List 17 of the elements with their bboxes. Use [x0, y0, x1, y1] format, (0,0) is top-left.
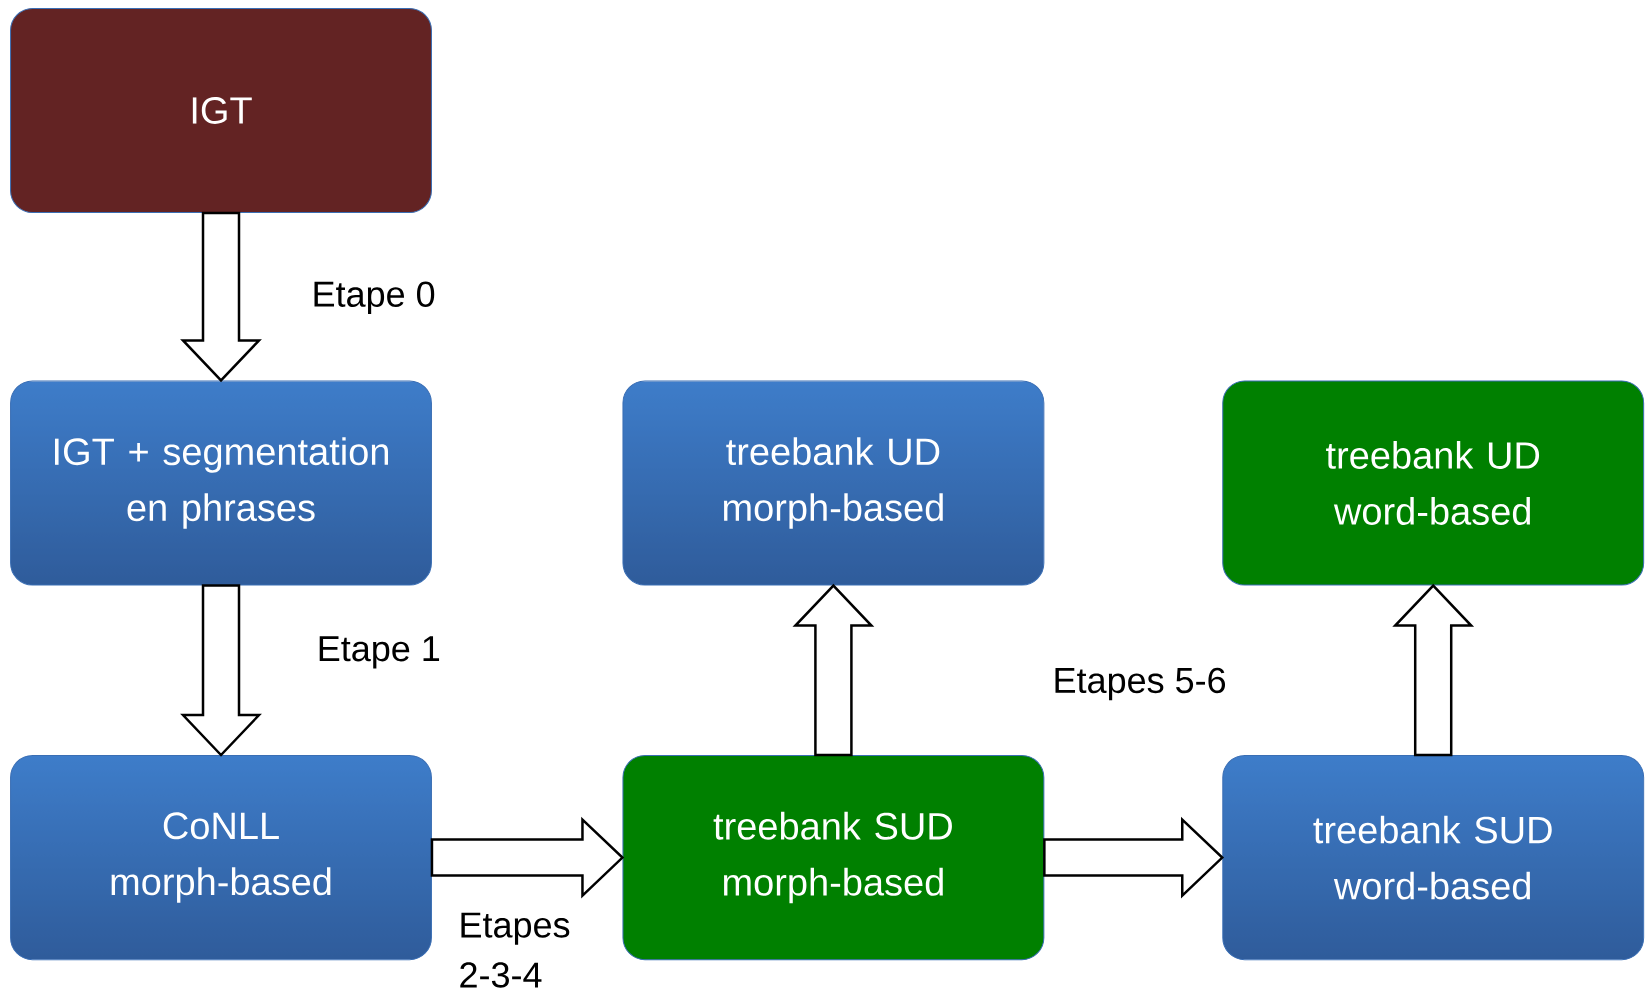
block-arrow [1043, 816, 1225, 899]
block-arrow [180, 211, 262, 383]
process-box: CoNLL morph-based [10, 755, 432, 961]
block-arrow [180, 584, 262, 757]
process-box: treebank UD morph-based [622, 380, 1045, 586]
process-box: treebank SUD morph-based [622, 755, 1045, 961]
block-arrow [1392, 583, 1475, 757]
edge-label: Etape 0 [314, 281, 435, 315]
process-box: IGT [10, 7, 432, 214]
block-arrow [430, 816, 625, 899]
process-box: treebank UD word-based [1222, 380, 1645, 586]
block-arrow [792, 583, 875, 757]
edge-label: Etapes 2-3-4 [460, 912, 570, 988]
process-box: IGT + segmentation en phrases [10, 380, 432, 586]
step-label: Etapes 5-6 [1055, 667, 1226, 701]
process-box: treebank SUD word-based [1222, 755, 1645, 961]
edge-label: Etape 1 [319, 636, 440, 669]
